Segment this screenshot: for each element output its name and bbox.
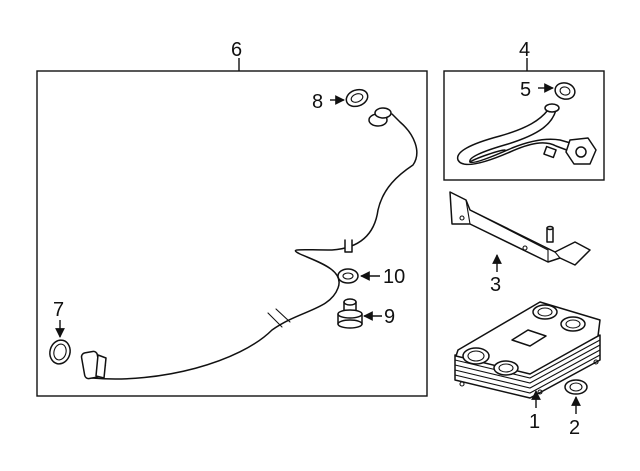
group-6-box [36, 70, 428, 397]
fitting-9[interactable] [337, 298, 363, 329]
group-4-box [443, 70, 605, 181]
bracket-3[interactable] [449, 191, 591, 266]
seal-7-inner [53, 343, 67, 361]
callout-5[interactable]: 5 [520, 79, 531, 101]
callout-9[interactable]: 9 [384, 306, 395, 328]
callout-6[interactable]: 6 [231, 39, 242, 61]
seal-10[interactable] [337, 268, 359, 284]
seal-2-inner [569, 382, 583, 392]
seal-5[interactable] [553, 81, 576, 102]
callout-8[interactable]: 8 [312, 91, 323, 113]
seal-8-inner [350, 93, 364, 103]
callout-3[interactable]: 3 [490, 274, 501, 296]
seal-10-inner [342, 272, 354, 280]
callout-10[interactable]: 10 [383, 266, 405, 288]
seal-5-inner [559, 86, 571, 96]
callout-4[interactable]: 4 [519, 39, 530, 61]
seal-8[interactable] [344, 87, 370, 110]
oil-cooler-1[interactable] [454, 301, 601, 399]
oil-hose-assembly[interactable] [80, 107, 418, 380]
seal-7[interactable] [47, 338, 73, 366]
seal-2[interactable] [564, 379, 588, 395]
oil-tube[interactable] [456, 103, 597, 166]
callout-1[interactable]: 1 [529, 411, 540, 433]
callout-7[interactable]: 7 [53, 299, 64, 321]
callout-2[interactable]: 2 [569, 417, 580, 439]
